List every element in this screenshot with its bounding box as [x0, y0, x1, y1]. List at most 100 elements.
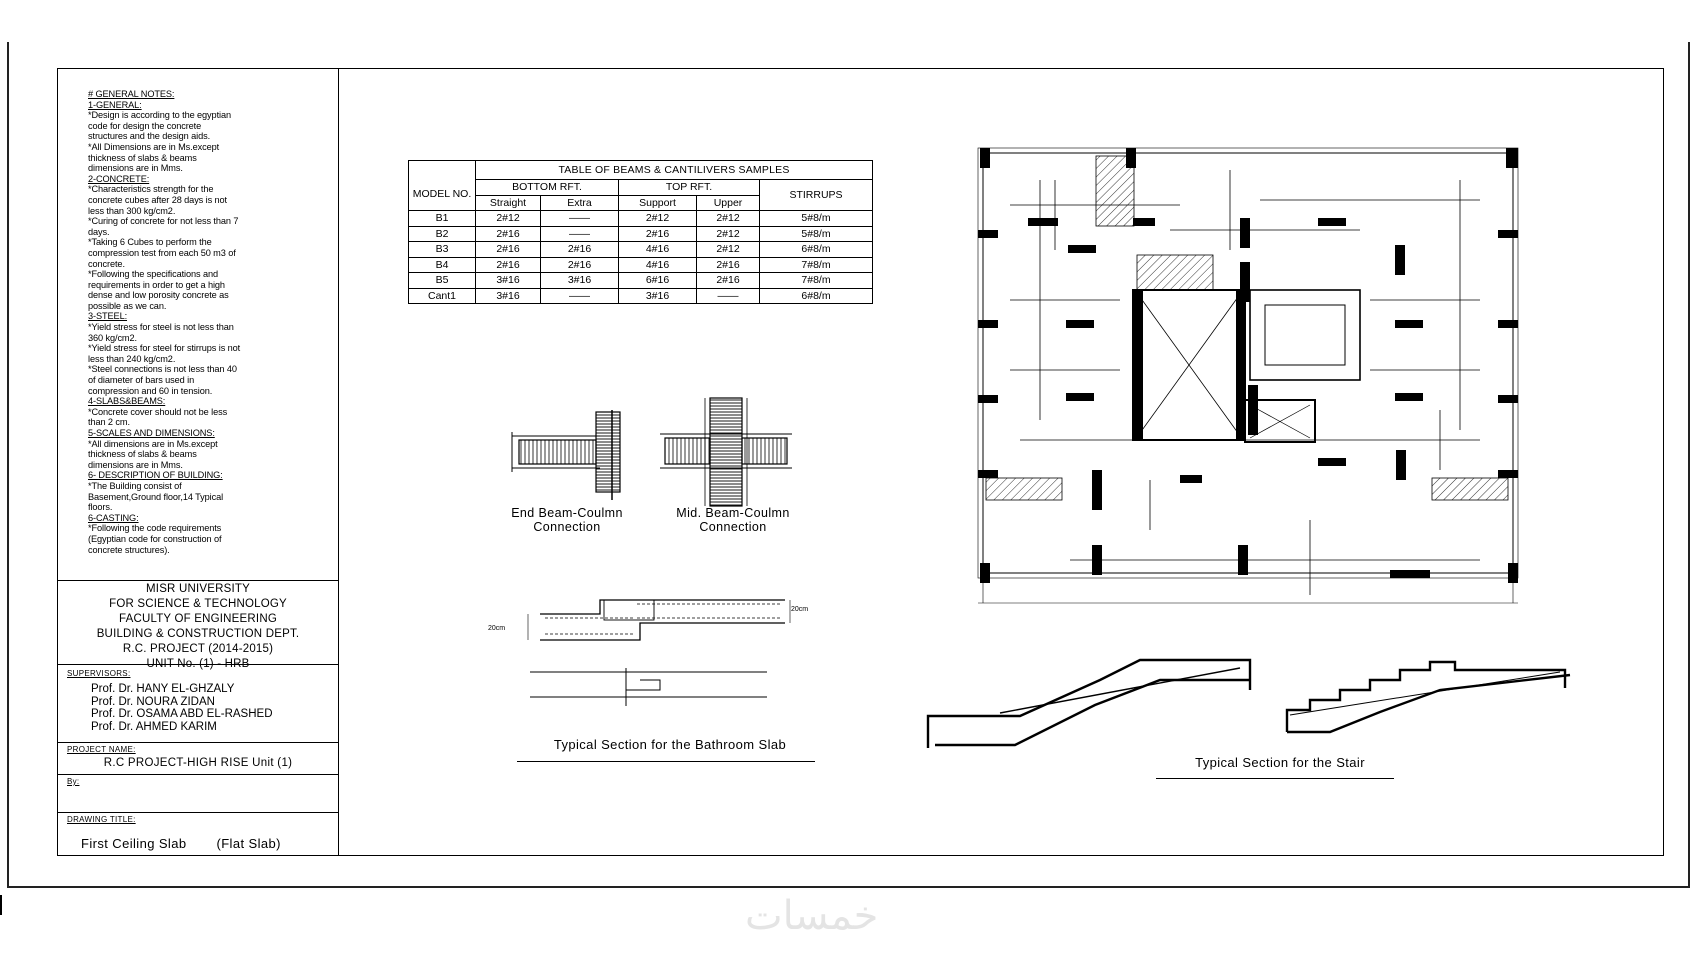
bathroom-slab-section: [527, 599, 791, 706]
note-line: dense and low porosity concrete as: [88, 290, 229, 301]
note-line: days.: [88, 226, 110, 237]
note-line: floors.: [88, 502, 113, 513]
plan-column: [1133, 289, 1143, 439]
table-cell: 6#16: [618, 272, 697, 289]
stair-section-2: [1285, 660, 1571, 734]
note-heading: 3-STEEL:: [88, 311, 128, 322]
table-cell: 3#16: [618, 287, 697, 304]
bath-dim-right: 20cm: [791, 606, 809, 613]
note-line: *Following the code requirements: [88, 523, 222, 534]
plan-column: [978, 230, 998, 238]
plan-column: [1318, 218, 1346, 226]
plan-column: [1395, 393, 1423, 401]
bath-dim-left: 20cm: [488, 625, 506, 632]
general-notes: # GENERAL NOTES:1-GENERAL:*Design is acc…: [88, 89, 328, 555]
title-column: [57, 68, 339, 856]
note-line: of diameter of bars used in: [88, 375, 195, 386]
plan-column: [1240, 262, 1250, 302]
note-line: concrete cubes after 28 days is not: [88, 194, 227, 205]
university-line: FOR SCIENCE & TECHNOLOGY: [109, 598, 287, 610]
plan-column: [978, 470, 998, 478]
drawing-sheet-border: [57, 68, 1664, 856]
drawing-title-block: DRAWING TITLE: First Ceiling Slab (Flat …: [57, 812, 339, 856]
plan-column: [1506, 148, 1516, 168]
drawing-outer-frame: [7, 42, 1690, 888]
table-cell: 3#16: [475, 287, 541, 304]
university-line: BUILDING & CONSTRUCTION DEPT.: [96, 628, 300, 640]
note-line: less than 300 kg/cm2.: [88, 205, 176, 216]
note-heading: # GENERAL NOTES:: [88, 89, 175, 99]
note-heading: 4-SLABS&BEAMS:: [88, 396, 166, 407]
plan-column: [1180, 475, 1202, 483]
plan-column: [1066, 320, 1094, 328]
note-line: compression and 60 in tension.: [88, 385, 213, 396]
note-line: *The Building consist of: [88, 480, 182, 491]
note-heading: 6-CASTING:: [88, 512, 139, 523]
university-line: MISR UNIVERSITY: [146, 583, 250, 595]
stair-caption-underline: [1156, 778, 1394, 779]
beams-table: TABLE OF BEAMS & CANTILIVERS SAMPLES MOD…: [408, 160, 873, 304]
note-line: *Characteristics strength for the: [88, 184, 214, 195]
note-line: *Steel connections is not less than 40: [88, 364, 237, 375]
sub-header-support: Support: [618, 194, 697, 211]
supervisors-label: SUPERVISORS:: [67, 669, 131, 678]
drawing-title-label: DRAWING TITLE:: [67, 815, 136, 824]
note-line: dimensions are in Mms.: [88, 459, 183, 470]
plan-column: [1395, 245, 1405, 275]
note-line: *Yield stress for steel for stirrups is …: [88, 343, 241, 354]
note-line: 360 kg/cm2.: [88, 332, 137, 343]
note-line: *Following the specifications and: [88, 269, 218, 280]
mid-beam-column-detail: [660, 397, 792, 507]
floor-plan: [977, 147, 1519, 604]
project-name-block: PROJECT NAME: R.C PROJECT-HIGH RISE Unit…: [57, 742, 339, 774]
supervisor-name: Prof. Dr. AHMED KARIM: [91, 720, 217, 733]
drawing-title: First Ceiling Slab (Flat Slab): [57, 836, 339, 851]
plan-column: [1066, 393, 1094, 401]
plan-column: [1498, 395, 1518, 403]
table-cell: 2#16: [696, 256, 760, 273]
model-header: MODEL NO.: [408, 179, 476, 211]
note-heading: 5-SCALES AND DIMENSIONS:: [88, 428, 215, 438]
supervisor-name: Prof. Dr. NOURA ZIDAN: [91, 695, 215, 708]
note-line: code for design the concrete: [88, 120, 202, 131]
plan-column: [1498, 470, 1518, 478]
plan-column: [1028, 218, 1058, 226]
stair-section-caption: Typical Section for the Stair: [1195, 755, 1365, 770]
note-line: than 2 cm.: [88, 417, 130, 428]
table-cell: ——: [540, 287, 619, 304]
note-line: possible as we can.: [88, 300, 167, 311]
by-label: By:: [67, 777, 80, 786]
table-cell: B3: [408, 241, 476, 258]
project-name-label: PROJECT NAME:: [67, 745, 136, 754]
university-line: R.C. PROJECT (2014-2015): [122, 643, 274, 655]
plan-column: [1092, 470, 1102, 510]
page-edge-mark: [0, 895, 2, 915]
drawing-title-sub: (Flat Slab): [216, 836, 281, 851]
note-line: *Taking 6 Cubes to perform the: [88, 237, 212, 248]
supervisor-name: Prof. Dr. HANY EL-GHZALY: [91, 683, 235, 695]
plan-column: [1126, 148, 1136, 168]
plan-column: [1236, 289, 1246, 439]
university-line: FACULTY OF ENGINEERING: [119, 613, 277, 625]
bathroom-caption-underline: [517, 761, 815, 762]
note-line: thickness of slabs & beams: [88, 152, 197, 163]
watermark: خمسات: [745, 893, 879, 939]
note-line: Basement,Ground floor,14 Typical: [88, 491, 224, 502]
table-cell: 2#16: [696, 272, 760, 289]
plan-column: [978, 320, 998, 328]
table-cell: 6#8/m: [759, 287, 873, 304]
plan-column: [1133, 218, 1155, 226]
university-lines: MISR UNIVERSITY FOR SCIENCE & TECHNOLOGY F…: [57, 582, 339, 672]
note-line: concrete structures).: [88, 544, 170, 555]
note-line: *Design is according to the egyptian: [88, 110, 231, 121]
note-line: dimensions are in Mms.: [88, 163, 183, 174]
stirrups-header: STIRRUPS: [759, 179, 873, 211]
top-rft-header: TOP RFT.: [618, 179, 760, 196]
end-beam-column-detail: [511, 410, 621, 500]
note-line: less than 240 kg/cm2.: [88, 353, 176, 364]
bathroom-section-caption: Typical Section for the Bathroom Slab: [553, 737, 787, 752]
